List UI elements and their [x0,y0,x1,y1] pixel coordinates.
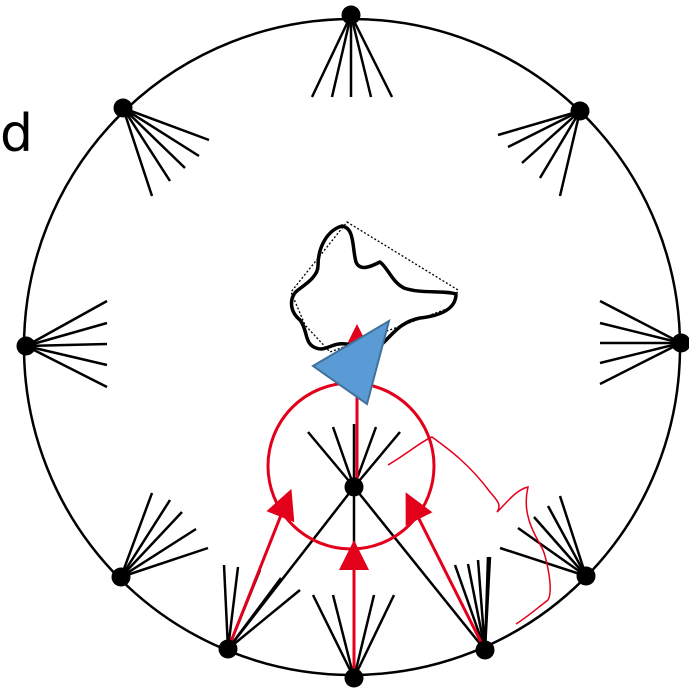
connection-line-left [228,487,354,649]
fan-line [351,15,371,97]
perimeter-node [219,640,238,659]
fan-line [600,323,681,343]
fan-line [26,323,107,346]
fan-line [354,595,394,678]
perimeter-node [17,337,36,356]
fan-line [26,346,107,387]
fan-line [333,595,354,678]
pointer-triangle [313,321,389,404]
fan-line [351,15,392,97]
perimeter-node [476,641,495,660]
arrow-right [411,503,485,650]
fan-line [600,343,681,384]
receptive-field-circle [268,383,434,549]
perimeter-node [345,669,364,688]
fan-line [354,595,374,678]
perimeter-node [114,99,133,118]
fan-line [224,565,228,649]
fan-line [26,346,107,365]
fan-line [518,528,586,576]
fan-line [332,15,351,97]
perimeter-node [577,567,596,586]
perimeter-node [571,102,590,121]
connection-lines [228,487,485,678]
fan-line [26,301,107,346]
fan-line [560,111,580,196]
brace [388,437,550,624]
fan-line [26,344,107,346]
fan-line [600,343,681,363]
fan-line [600,301,681,343]
central-node [345,478,364,497]
fan-line [123,108,170,181]
perimeter-node [342,6,361,25]
fan-line [313,595,354,678]
perimeter-node [672,334,689,353]
perimeter-node [112,568,131,587]
fan-line [312,15,351,97]
